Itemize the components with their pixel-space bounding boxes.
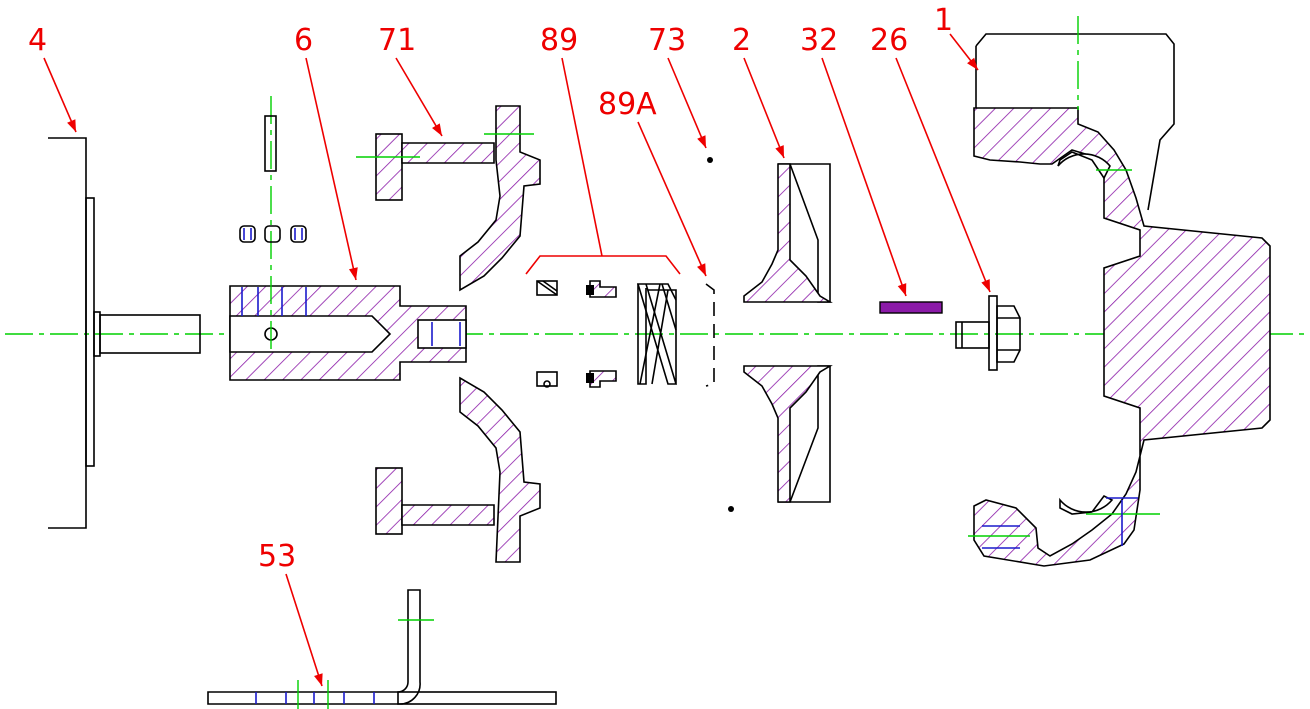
leader-89a — [637, 121, 707, 277]
arrowhead-73 — [697, 135, 706, 148]
callout-73: 73 — [648, 23, 686, 58]
callout-32: 32 — [800, 23, 838, 58]
part-89a-gasket — [705, 283, 715, 387]
arrowhead-6 — [348, 267, 358, 280]
leader-2 — [743, 57, 785, 159]
callout-1: 1 — [934, 3, 953, 38]
callout-71: 71 — [378, 23, 416, 58]
callout-6: 6 — [294, 23, 313, 58]
leader-4 — [43, 57, 77, 133]
part-32-key — [879, 301, 943, 314]
part-89-mechanical-seal — [536, 280, 678, 388]
arrowhead-53 — [314, 673, 323, 686]
part-4-motor — [48, 137, 201, 529]
callout-2: 2 — [732, 23, 751, 58]
leader-71 — [395, 57, 443, 137]
leader-lines — [43, 33, 991, 687]
leader-32 — [821, 57, 907, 297]
callout-labels: 4 6 71 89 89A 73 2 32 26 1 53 — [28, 3, 953, 574]
callout-4: 4 — [28, 23, 47, 58]
part-73-point-upper — [707, 157, 713, 163]
callout-89A: 89A — [598, 87, 657, 122]
part-73-point-lower — [728, 506, 734, 512]
part-71-adapter — [356, 105, 541, 563]
callout-89: 89 — [540, 23, 578, 58]
part-53-bracket — [207, 589, 557, 709]
leader-26 — [895, 57, 991, 293]
leader-89 — [561, 57, 603, 257]
arrowhead-32 — [897, 283, 907, 296]
arrowhead-71 — [432, 123, 442, 136]
leader-73 — [667, 57, 707, 149]
callout-53: 53 — [258, 539, 296, 574]
arrowhead-89a — [697, 263, 706, 276]
arrowhead-26 — [981, 279, 990, 292]
part-2-impeller — [743, 163, 833, 503]
leader-6 — [305, 57, 357, 281]
arrowhead-1 — [967, 57, 978, 70]
leader-89-bracket — [525, 255, 681, 275]
callout-26: 26 — [870, 23, 908, 58]
arrowhead-4 — [67, 119, 76, 132]
leader-53 — [285, 573, 323, 687]
arrowhead-2 — [775, 145, 784, 158]
part-26-impeller-bolt — [955, 295, 1021, 371]
part-6-shaft-sleeve — [229, 96, 467, 381]
part-1-volute-casing — [968, 16, 1271, 567]
